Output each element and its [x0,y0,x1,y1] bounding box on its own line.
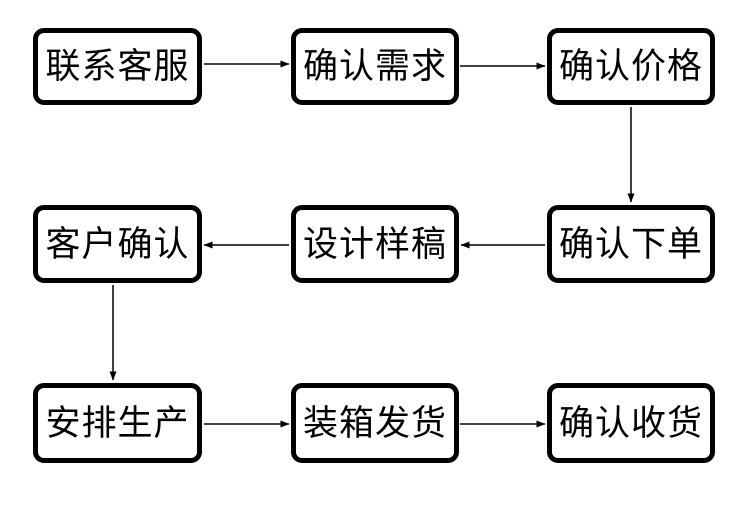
node-confirm-requirements: 确认需求 [291,28,459,105]
node-confirm-receipt: 确认收货 [547,383,715,463]
node-confirm-order: 确认下单 [547,205,715,283]
node-arrange-production: 安排生产 [33,383,202,463]
node-confirm-price: 确认价格 [547,28,715,105]
node-customer-confirm: 客户确认 [33,205,202,283]
node-contact-support: 联系客服 [33,28,202,105]
node-design-draft: 设计样稿 [291,205,459,283]
node-pack-and-ship: 装箱发货 [291,383,459,463]
